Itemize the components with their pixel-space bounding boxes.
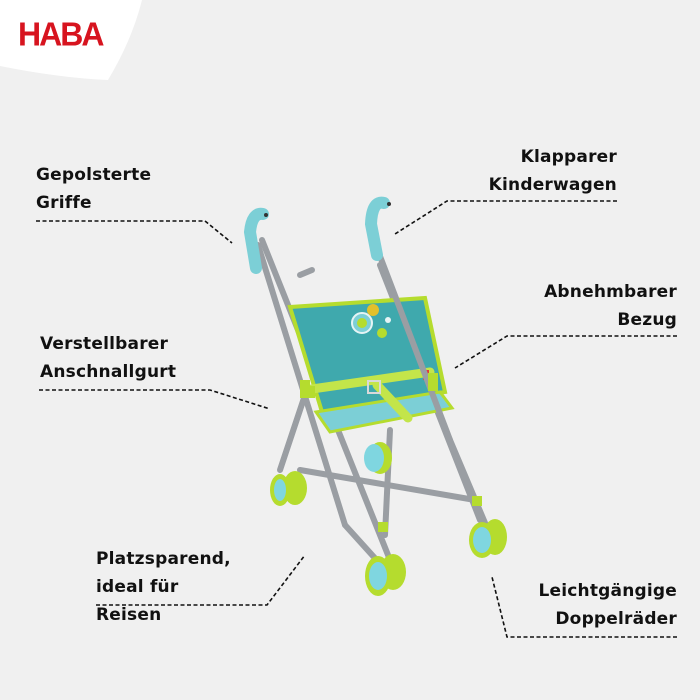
haba-logo: HABA [18,15,104,53]
feature-text: Griffe [36,193,92,213]
feature-doppelraeder: Leichtgängige Doppelräder [497,577,677,633]
feature-text: Doppelräder [555,609,677,629]
leader-line-platzsparend [96,554,306,606]
feature-text: Verstellbarer [40,334,169,354]
leader-line-bezug [454,335,677,369]
leader-line-doppelraeder [491,576,677,638]
feature-text: ideal [96,577,144,597]
padded-handles [243,196,390,274]
feature-text: Bezug [617,310,677,330]
feature-text: Leichtgängige [538,581,677,601]
feature-text: Anschnallgurt [40,362,177,382]
feature-verstellbarer-anschnallgurt: Verstellbarer Anschnallgurt [40,330,176,386]
leader-line-griffe [36,220,233,244]
feature-text: Kinderwagen [488,175,617,195]
leader-line-gurt [39,389,271,410]
double-wheels [270,471,507,596]
leader-line-klapparer [394,200,617,235]
feature-klapparer-kinderwagen: Klapparer Kinderwagen [447,143,617,199]
feature-text: Gepolsterte [36,165,152,185]
feature-text: Platzsparend, [96,549,231,569]
feature-text: Reisen [96,605,162,625]
logo-corner-background [0,0,142,80]
feature-text: für [149,577,179,597]
feature-platzsparend: Platzsparend, ideal für Reisen [96,545,267,629]
feature-abnehmbarer-bezug: Abnehmbarer Bezug [477,278,677,334]
feature-text: Abnehmbarer [544,282,677,302]
rear-wheels [364,442,392,474]
feature-text-row: ideal für [96,573,267,601]
feature-gepolsterte-griffe: Gepolsterte Griffe [36,161,151,217]
feature-text: Klapparer [520,147,617,167]
